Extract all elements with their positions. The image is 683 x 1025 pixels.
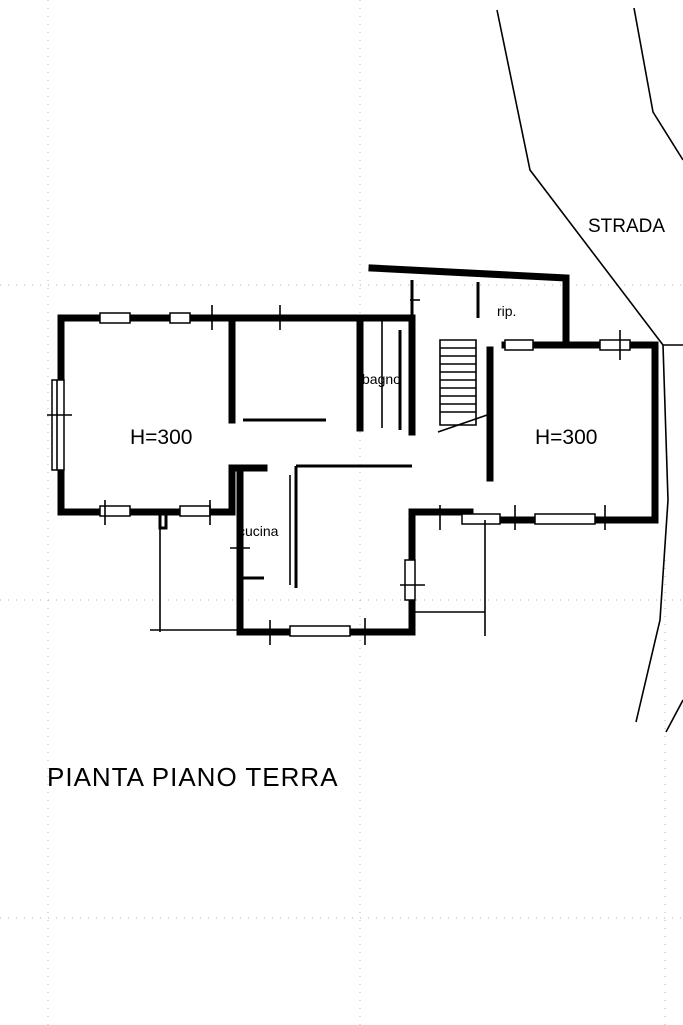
- bathroom-label: bagno: [362, 371, 401, 387]
- left-room-height-label: H=300: [130, 426, 192, 449]
- stair-treads: [440, 347, 476, 413]
- road-boundary: [496, 7, 683, 733]
- right-wing-walls: [408, 339, 659, 525]
- kitchen-label: cucina: [238, 523, 279, 539]
- right-room-height-label: H=300: [535, 426, 597, 449]
- plan-title: PIANTA PIANO TERRA: [47, 762, 339, 792]
- left-wing-walls: [51, 312, 236, 530]
- road-label: STRADA: [588, 216, 665, 237]
- dimension-lines: [47, 299, 621, 645]
- staircase-storage: [368, 264, 570, 433]
- central-walls: [228, 314, 416, 637]
- storage-label: rip.: [497, 303, 516, 319]
